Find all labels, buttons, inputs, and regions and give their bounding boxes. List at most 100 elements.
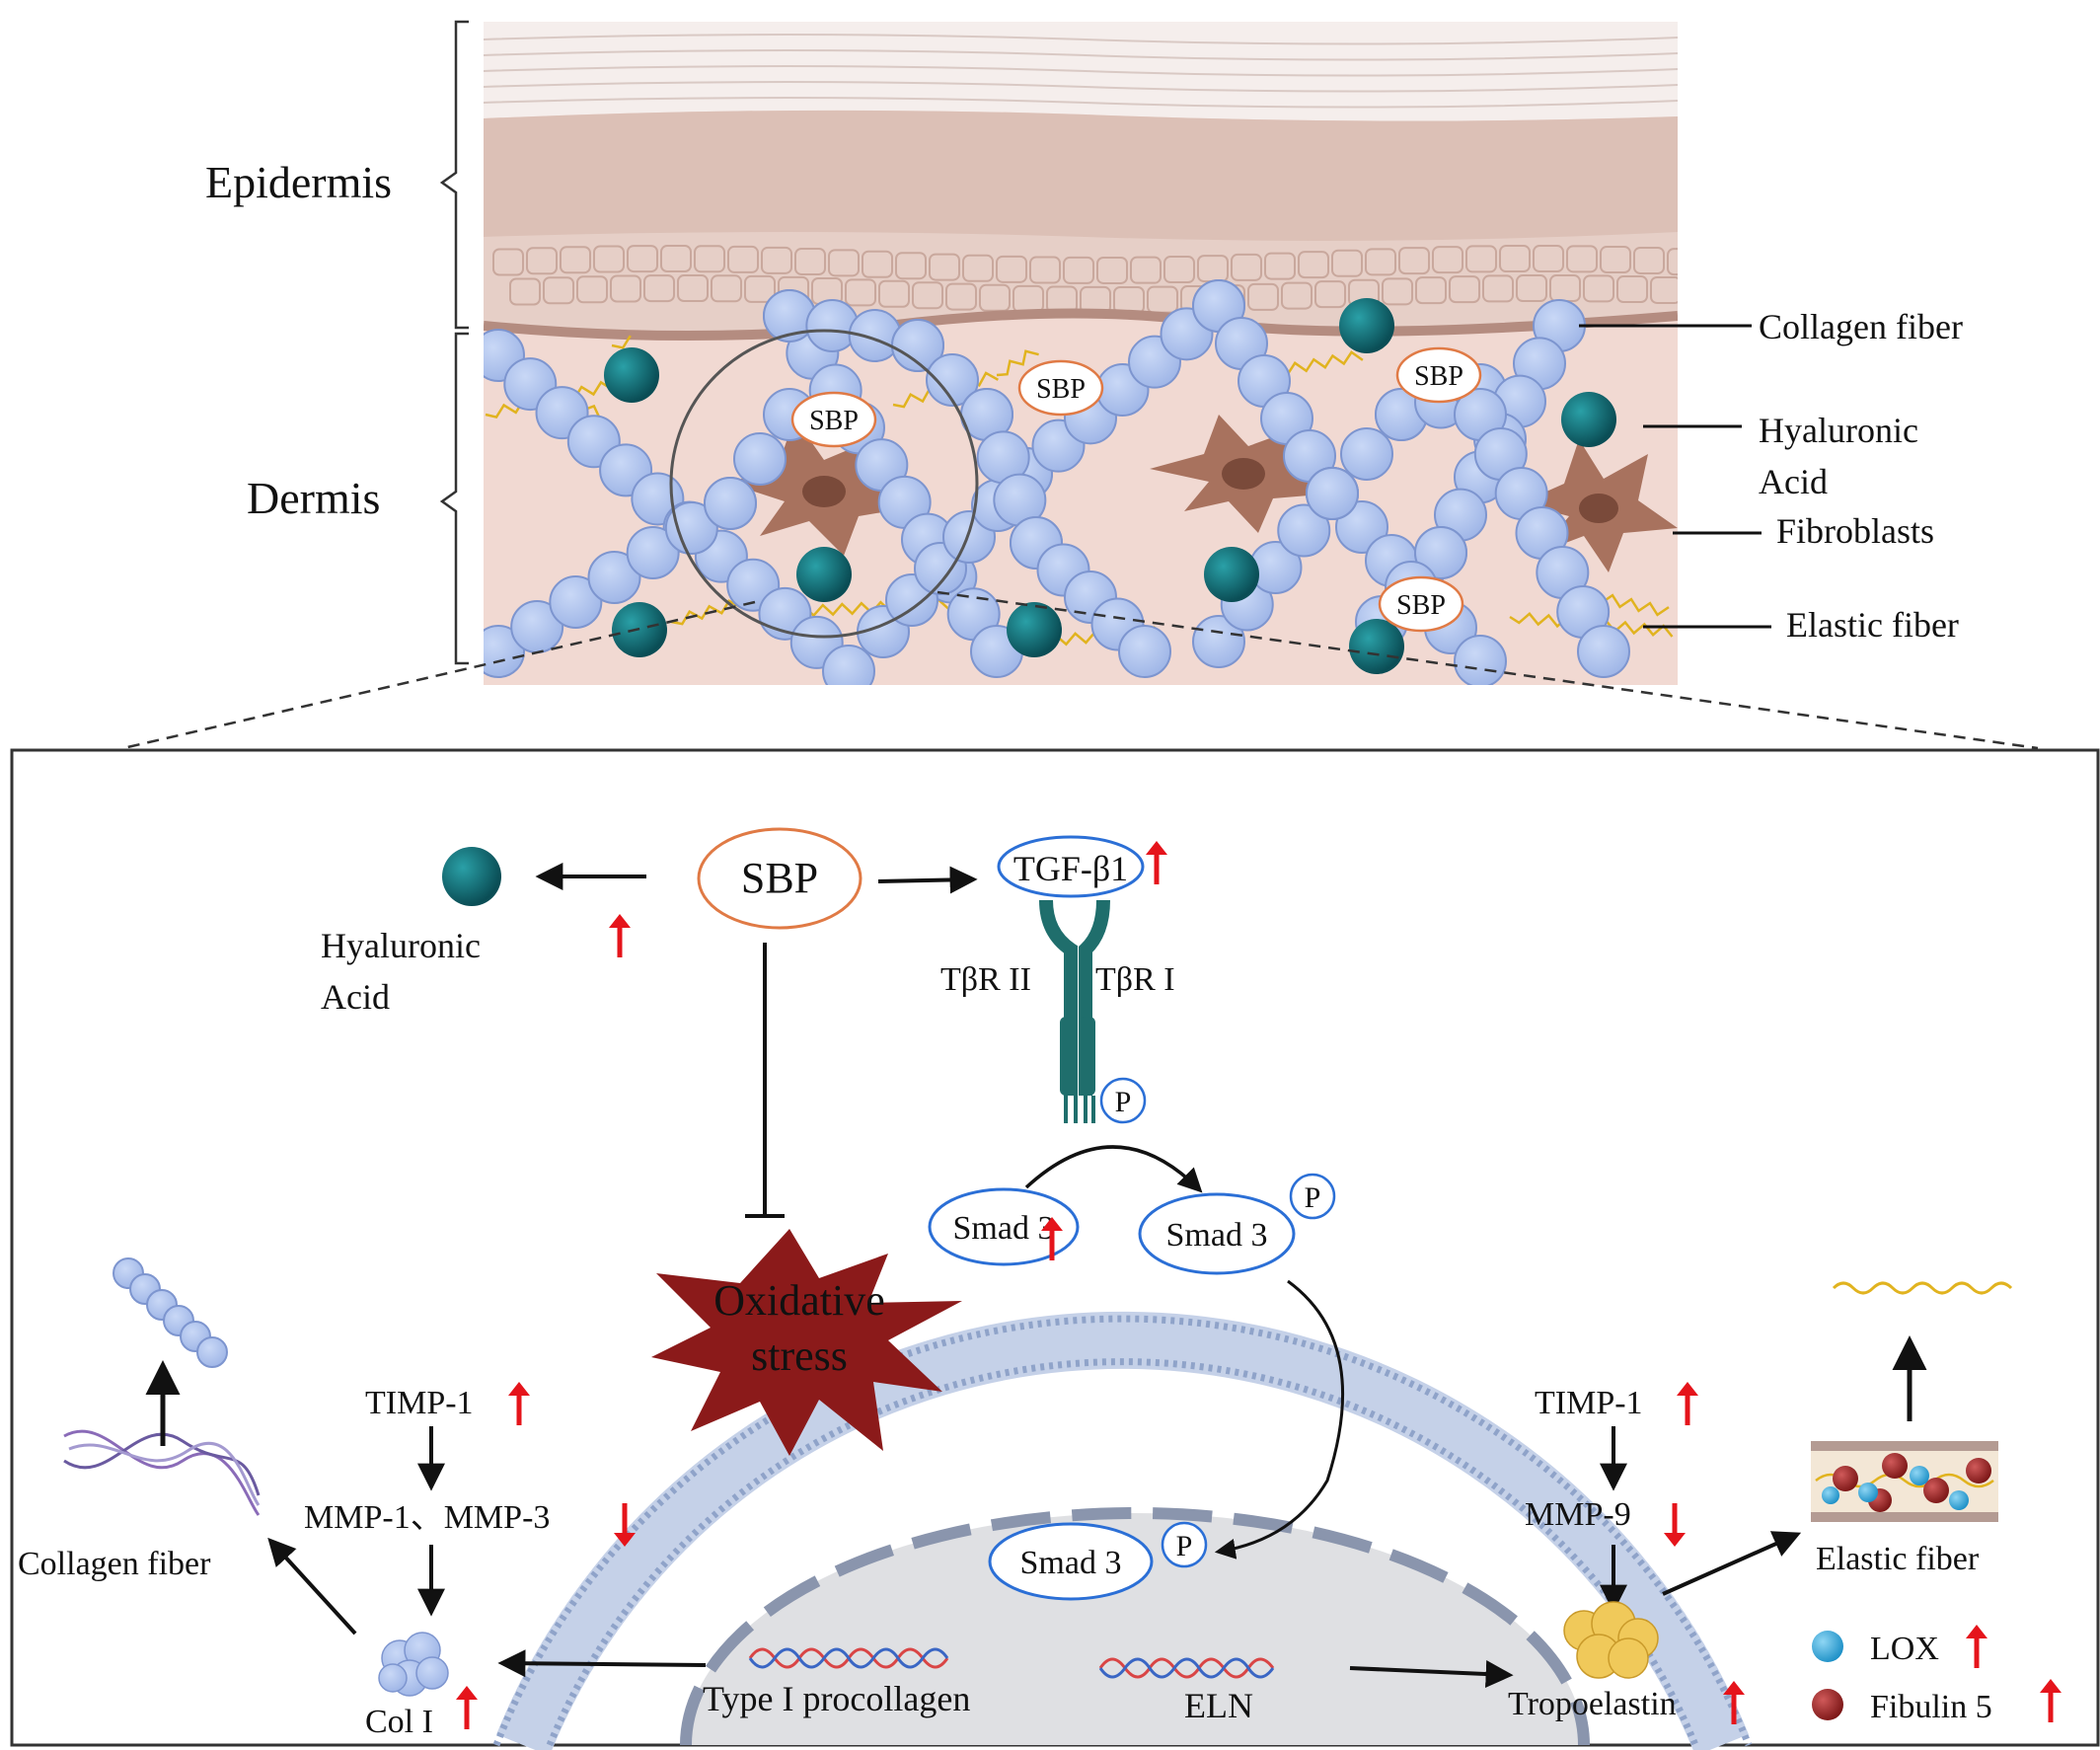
col1-blob <box>378 1632 449 1697</box>
svg-text:P: P <box>1115 1086 1132 1118</box>
hyaluronic-acid-label-line2: Acid <box>321 977 390 1017</box>
smad3-up-arrow <box>1041 1217 1063 1260</box>
arrow-col1-to-collagen <box>267 1537 357 1636</box>
svg-text:SBP: SBP <box>1396 590 1446 621</box>
svg-text:Smad 3: Smad 3 <box>1166 1217 1268 1254</box>
collagen-chain <box>484 477 757 678</box>
sbp-badge: SBP <box>1378 575 1464 633</box>
regulation-arrows <box>456 841 2062 1729</box>
skin-collagen-fibers <box>484 279 1630 685</box>
lox-label: LOX <box>1870 1631 1939 1667</box>
corneum-lines <box>484 34 1678 109</box>
svg-text:Smad 3: Smad 3 <box>1020 1545 1122 1581</box>
left-collagen-fiber-label: Collagen fiber <box>18 1546 211 1582</box>
svg-text:stress: stress <box>751 1332 848 1380</box>
right-mmp9-label: MMP-9 <box>1525 1496 1631 1533</box>
skin-legend <box>1579 324 1771 629</box>
arrow-smad-phosphorylation <box>1024 1145 1203 1193</box>
tgf-up-arrow <box>1146 841 1167 884</box>
arrow-eln-to-tropoelastin <box>1349 1660 1514 1689</box>
collagen-chain <box>1454 388 1630 678</box>
pathway-panel: SBP Hyaluronic Acid TGF-β1 <box>10 748 2100 1750</box>
fibulin5-label: Fibulin 5 <box>1870 1689 1992 1725</box>
tgf-b1-label: TGF-β1 <box>1013 849 1128 888</box>
skin-sbp-badges: SBP SBP SBP SBP <box>790 346 1482 633</box>
pathway-collagen-fiber-icon <box>112 1257 228 1368</box>
smad3-phospho-node: Smad 3 P <box>1138 1173 1336 1275</box>
zoom-lines <box>122 590 2039 750</box>
epidermis-label: Epidermis <box>205 157 392 207</box>
dna-helix-icon <box>63 1429 261 1516</box>
dna-eln-icon <box>1098 1657 1275 1679</box>
elastic-fiber-icon <box>1832 1281 2013 1295</box>
svg-text:Oxidative: Oxidative <box>713 1276 885 1325</box>
sbp-node: SBP <box>697 827 862 930</box>
basement-membrane <box>484 308 1678 341</box>
col1-label: Col I <box>365 1704 433 1740</box>
hyaluronic-acid-sphere <box>442 847 501 906</box>
arrow-sbp-to-tgf <box>877 866 978 894</box>
col1-up-arrow <box>456 1686 478 1729</box>
cell-membrane <box>492 1311 1753 1750</box>
svg-text:SBP: SBP <box>1036 374 1086 405</box>
oxidative-stress: Oxidative stress <box>651 1229 962 1456</box>
collagen-chain <box>484 329 875 685</box>
tropoelastin-label: Tropoelastin <box>1508 1686 1677 1722</box>
tropoelastin-up-arrow <box>1723 1681 1745 1724</box>
hyaluronic-acid-label-line1: Hyaluronic <box>321 926 481 965</box>
sbp-badge: SBP <box>790 391 877 448</box>
collagen-chain <box>112 1257 228 1368</box>
svg-text:P: P <box>1176 1530 1193 1562</box>
svg-text:Smad 3: Smad 3 <box>953 1210 1055 1247</box>
basal-cells <box>492 245 1678 314</box>
tbr1-label: TβR I <box>1095 961 1175 998</box>
dna-procollagen-icon <box>748 1647 949 1669</box>
right-timp1-label: TIMP-1 <box>1535 1385 1643 1421</box>
elastic-fiber-assembly-icon <box>1811 1441 1998 1522</box>
nucleus <box>680 1507 1590 1746</box>
arrow-procollagen-to-col1 <box>497 1649 707 1678</box>
phospho-receptor <box>1099 1077 1147 1124</box>
right-elastic-fiber-label: Elastic fiber <box>1816 1541 1980 1577</box>
procollagen-label: Type I procollagen <box>703 1679 970 1718</box>
legend-hyaluronic-acid-line2: Acid <box>1759 462 1828 501</box>
spinous-layer <box>484 110 1678 271</box>
left-timp1-up-arrow <box>508 1382 530 1425</box>
ha-up-arrow <box>609 914 631 957</box>
tgf-receptor: TGF-β1 P <box>997 835 1147 1124</box>
fibulin5-up-arrow <box>2040 1679 2062 1722</box>
eln-label: ELN <box>1184 1686 1253 1725</box>
left-mmp13-label: MMP-1、MMP-3 <box>304 1499 550 1536</box>
svg-text:P: P <box>1305 1181 1321 1214</box>
legend-collagen-fiber: Collagen fiber <box>1759 307 1963 346</box>
sbp-badge: SBP <box>1395 346 1482 404</box>
svg-text:SBP: SBP <box>741 854 818 902</box>
arrow-smad-nuclear-translocation <box>1214 1279 1344 1560</box>
left-timp1-label: TIMP-1 <box>365 1385 474 1421</box>
zoom-circle <box>669 329 979 639</box>
dermis-label: Dermis <box>247 473 380 523</box>
legend-hyaluronic-acid-line1: Hyaluronic <box>1759 411 1918 450</box>
right-timp1-up-arrow <box>1677 1382 1698 1425</box>
legend-fibroblasts: Fibroblasts <box>1776 511 1934 551</box>
svg-text:SBP: SBP <box>809 406 859 436</box>
inhibition-sbp-oxidative <box>745 943 785 1218</box>
legend-elastic-fiber: Elastic fiber <box>1786 605 1959 645</box>
svg-text:SBP: SBP <box>1414 361 1463 392</box>
layer-brackets <box>439 20 469 665</box>
smad3-node: Smad 3 <box>928 1187 1080 1266</box>
tbr2-label: TβR II <box>940 961 1031 998</box>
collagen-chain <box>1010 516 1171 678</box>
arrow-tropoelastin-to-elastic <box>1662 1531 1802 1596</box>
collagen-chain <box>763 289 944 372</box>
fibulin5-icon <box>1812 1689 1843 1720</box>
skin-hyaluronic-acid <box>604 298 1616 674</box>
smad3-nuclear-node: Smad 3 P <box>988 1521 1208 1601</box>
sbp-badge: SBP <box>1017 359 1104 417</box>
lox-icon <box>1812 1631 1843 1662</box>
mmp13-down-arrow <box>614 1503 636 1547</box>
lox-up-arrow <box>1966 1625 1988 1668</box>
tropoelastin-blob <box>1563 1601 1659 1679</box>
mmp9-down-arrow <box>1664 1503 1686 1547</box>
